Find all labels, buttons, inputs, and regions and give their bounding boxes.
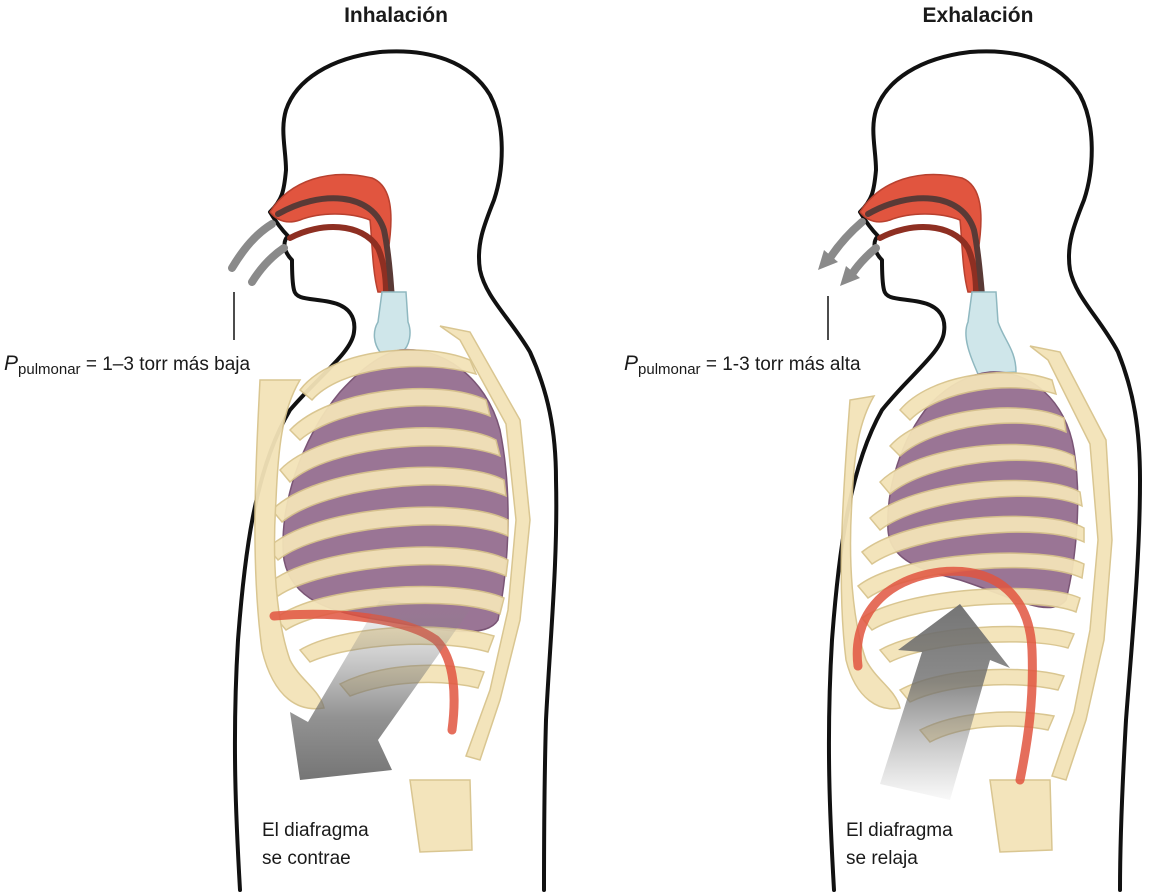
nasal-cavity xyxy=(859,173,986,293)
exhalation-title: Exhalación xyxy=(923,4,1034,27)
pressure-subscript: pulmonar xyxy=(638,361,701,378)
outflow-arrowhead-upper xyxy=(818,250,838,270)
outflow-arrowhead-lower xyxy=(840,266,860,286)
trachea xyxy=(373,291,411,353)
pressure-symbol: P xyxy=(4,352,18,375)
outflow-arrow-upper xyxy=(826,218,866,262)
pressure-label-exhalation: Ppulmonar = 1-3 torr más alta xyxy=(624,352,861,378)
diaphragm-relax-arrow xyxy=(880,604,1010,800)
diaphragm-label-line2: se contrae xyxy=(262,848,351,869)
exhalation-panel: Exhalación xyxy=(624,4,1142,892)
inflow-arrow-lower xyxy=(248,244,288,286)
pressure-text: = 1–3 torr más baja xyxy=(81,354,251,375)
inhalation-title: Inhalación xyxy=(344,4,448,27)
body-outline xyxy=(232,49,559,892)
pressure-subscript: pulmonar xyxy=(18,361,81,378)
diaphragm-label-line2: se relaja xyxy=(846,848,918,869)
diaphragm xyxy=(852,566,1037,785)
nasal-cavity xyxy=(269,173,396,293)
diaphragm-contract-arrow xyxy=(290,600,470,780)
inflow-arrow-upper xyxy=(228,220,276,272)
diaphragm-label-line1: El diafragma xyxy=(262,820,369,841)
body-outline xyxy=(826,49,1142,892)
inhalation-panel: Inhalación xyxy=(4,4,559,892)
trachea xyxy=(965,291,1017,375)
oral-airway xyxy=(877,224,979,295)
pressure-text: = 1-3 torr más alta xyxy=(701,354,861,375)
diaphragm-label-line1: El diafragma xyxy=(846,820,953,841)
outflow-arrow-lower xyxy=(848,244,880,278)
pressure-symbol: P xyxy=(624,352,638,375)
pressure-label-inhalation: Ppulmonar = 1–3 torr más baja xyxy=(4,352,251,378)
oral-airway xyxy=(287,224,389,295)
